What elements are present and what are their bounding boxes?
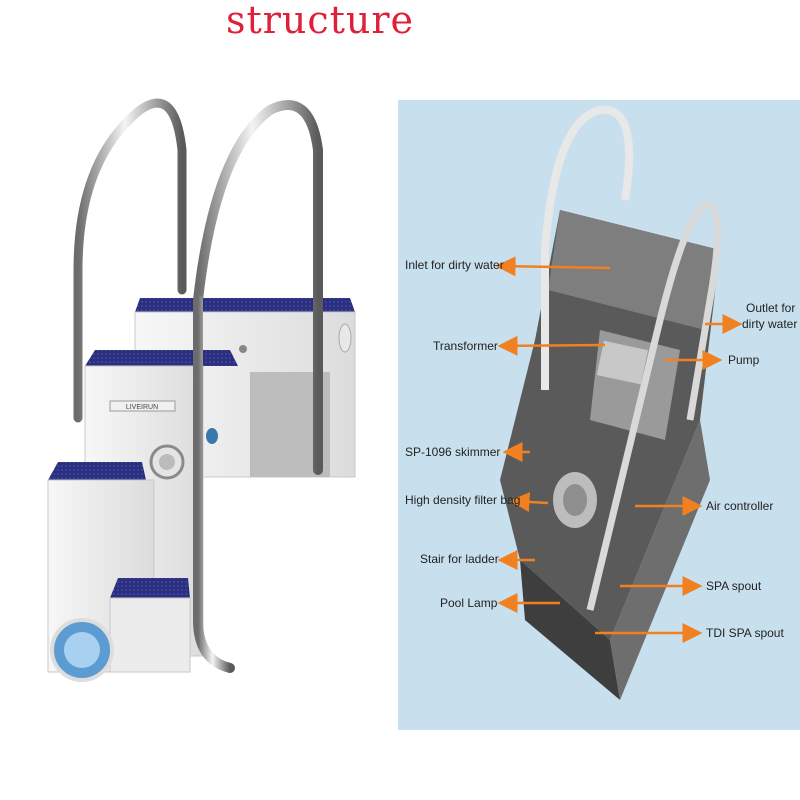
label-spa-spout: SPA spout [706, 579, 762, 593]
page-title: structure [225, 0, 415, 42]
label-outlet-line2: dirty water [742, 317, 797, 331]
annotated-diagram-panel: Inlet for dirty water Transformer SP-109… [398, 100, 800, 730]
label-skimmer: SP-1096 skimmer [405, 445, 500, 459]
brand-plate: LIVEIRUN [126, 404, 158, 411]
diagram-handrail-back [541, 105, 634, 390]
callout-diagram: Inlet for dirty water Transformer SP-109… [405, 105, 797, 700]
label-stair-for-ladder: Stair for ladder [420, 552, 499, 566]
label-pump: Pump [728, 353, 760, 367]
label-filter-bag: High density filter bag [405, 493, 520, 507]
label-transformer: Transformer [433, 339, 498, 353]
label-inlet-dirty-water: Inlet for dirty water [405, 258, 504, 272]
diagram-handrail-front [586, 201, 721, 611]
label-pool-lamp: Pool Lamp [440, 596, 498, 610]
front-handrail [193, 100, 323, 475]
label-air-controller: Air controller [706, 499, 773, 513]
lower-step-box [47, 462, 191, 682]
ladder-filter-photo: LIVEIRUN [47, 98, 356, 682]
label-tdi-spa-spout: TDI SPA spout [706, 626, 784, 640]
label-outlet-line1: Outlet for [746, 301, 795, 315]
back-handrail [73, 98, 187, 423]
